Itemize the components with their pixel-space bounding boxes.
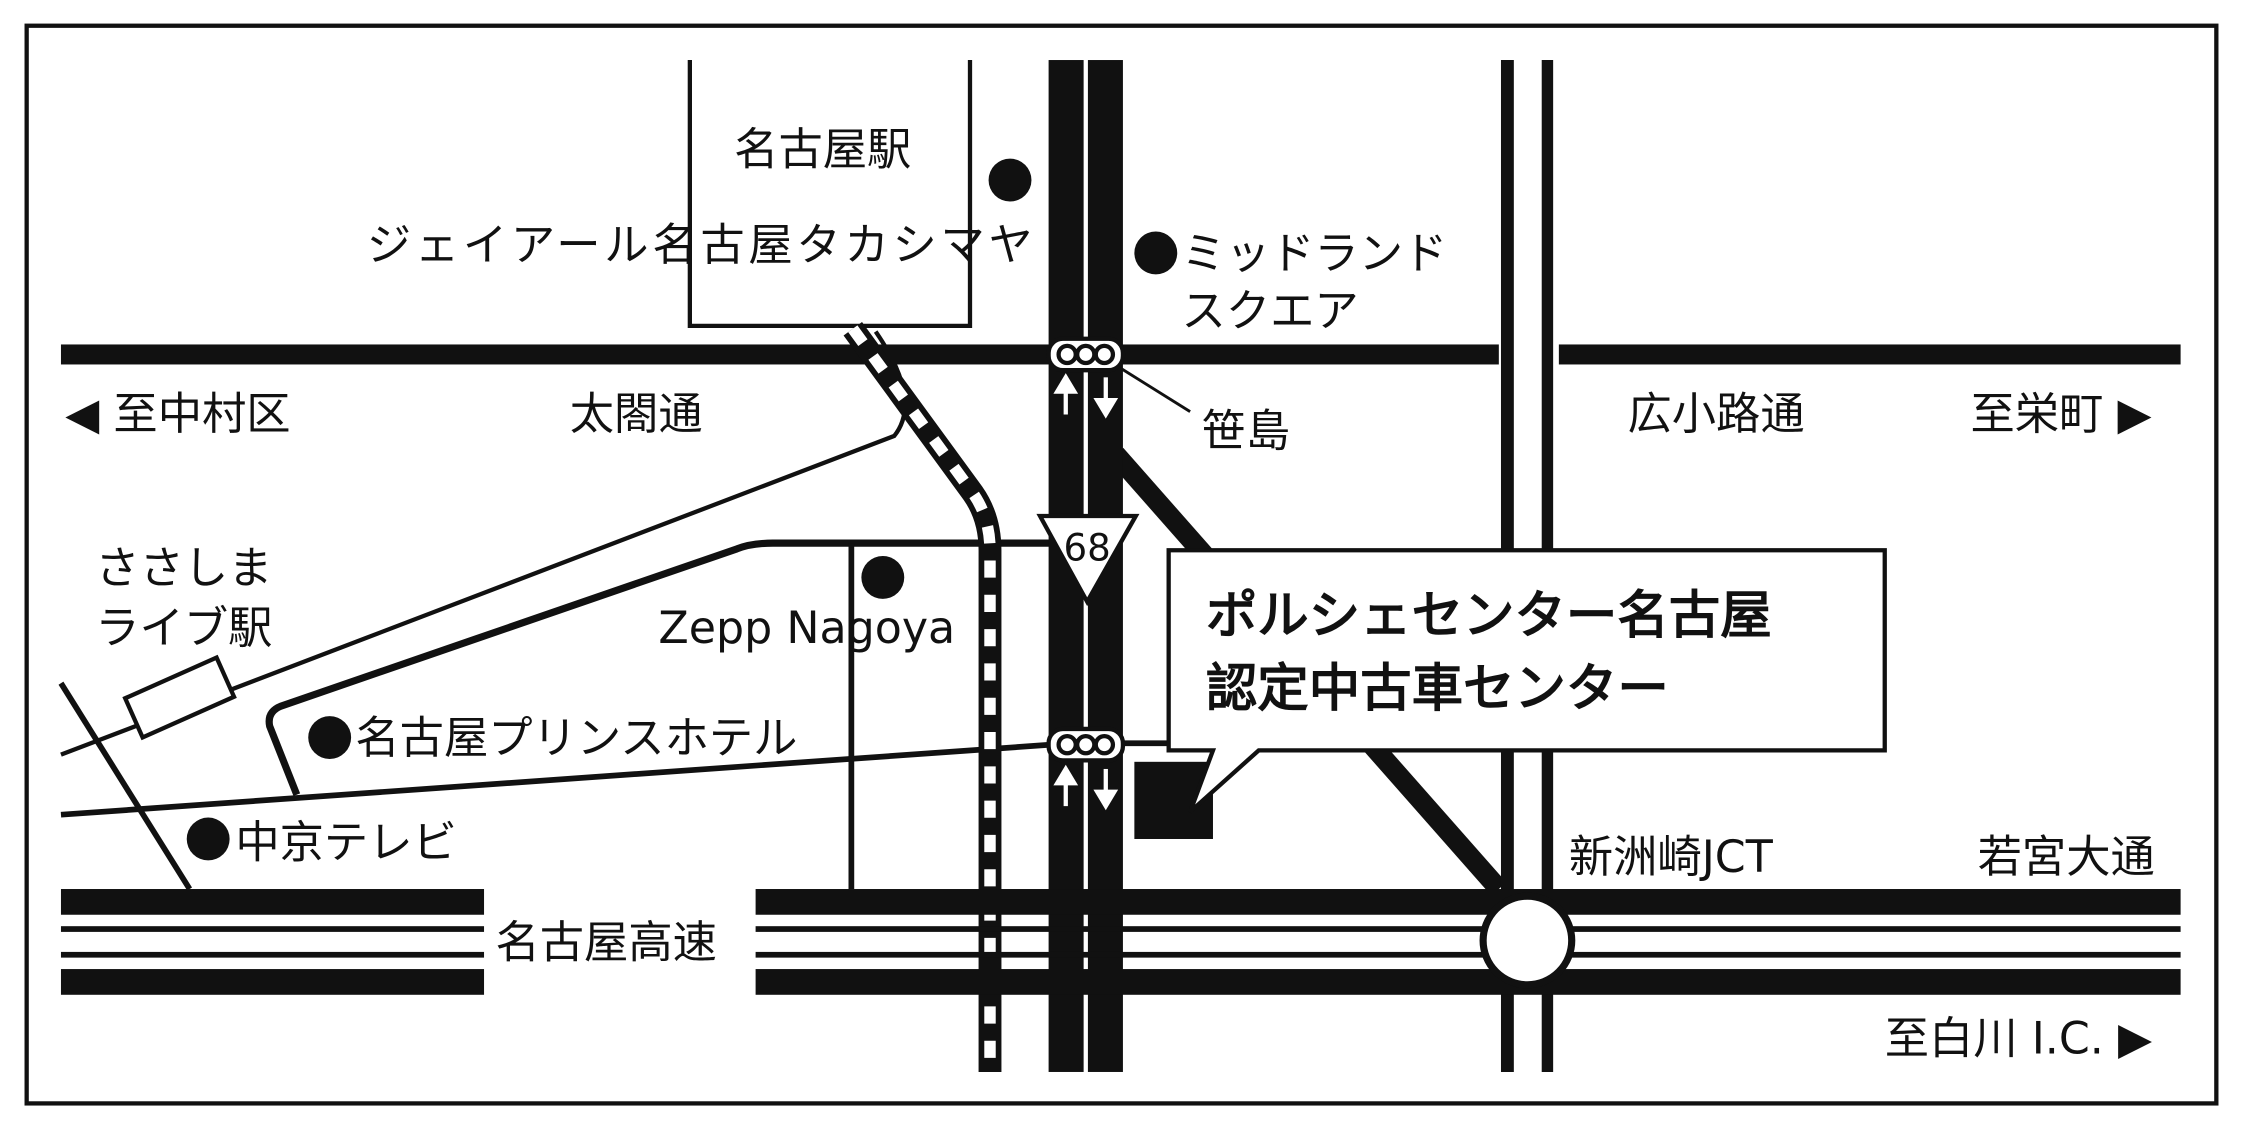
route-number: 68 — [1064, 526, 1111, 569]
arrow-up-down-icon — [1053, 373, 1119, 811]
label-prince-hotel: 名古屋プリンスホテル — [355, 713, 797, 764]
label-chukyo-tv: 中京テレビ — [235, 818, 457, 869]
traffic-signal-icon — [1046, 726, 1126, 763]
railway-aonami — [843, 321, 1002, 1072]
label-taiko-dori: 太閤通 — [570, 389, 703, 440]
label-sakae: 至栄町 ▶ — [1971, 389, 2152, 440]
label-zepp: Zepp Nagoya — [658, 603, 955, 654]
landmark-dot-icon — [186, 158, 1178, 861]
label-junction: 新洲崎JCT — [1569, 832, 1774, 883]
sasashima-station-icon — [122, 654, 237, 741]
destination-subtitle: 認定中古車センター — [1206, 659, 1669, 719]
label-hirokoji-dori: 広小路通 — [1627, 389, 1804, 440]
expressway-east — [755, 889, 2181, 995]
label-shirakawa: 至白川 I.C. ▶ — [1885, 1013, 2152, 1064]
road-prince-front — [60, 741, 1052, 818]
label-nagoya-station: 名古屋駅 — [734, 124, 911, 175]
junction-circle — [1479, 892, 1576, 989]
expressway-west — [60, 889, 485, 995]
nagoya-station-outline — [687, 60, 973, 329]
label-nakamura: ◀ 至中村区 — [65, 389, 290, 440]
road-hirokoji-dori — [1558, 344, 2181, 365]
label-midland-square: ミッドランド — [1182, 229, 1448, 280]
traffic-signal-icon — [1046, 336, 1126, 373]
destination-callout[interactable] — [1166, 548, 1887, 814]
road-chukyo-diagonal — [58, 681, 193, 891]
label-midland-square-2: スクエア — [1182, 286, 1359, 337]
label-sasashima: 笹島 — [1202, 406, 1291, 457]
road-taiko-dori — [60, 344, 1499, 365]
label-jr-takashimaya: ジェイアール名古屋タカシマヤ — [367, 220, 1033, 271]
route-68-sign — [1036, 513, 1140, 607]
label-wakamiya-odori: 若宮大通 — [1978, 832, 2155, 883]
destination-name: ポルシェセンター名古屋 — [1206, 586, 1772, 646]
sasashima-leader-line — [1120, 367, 1191, 413]
road-prince-loop — [265, 539, 1052, 797]
label-sasashima-station-2: ライブ駅 — [95, 603, 272, 654]
label-expressway: 名古屋高速 — [495, 918, 717, 969]
label-sasashima-station: ささしま — [95, 543, 272, 594]
